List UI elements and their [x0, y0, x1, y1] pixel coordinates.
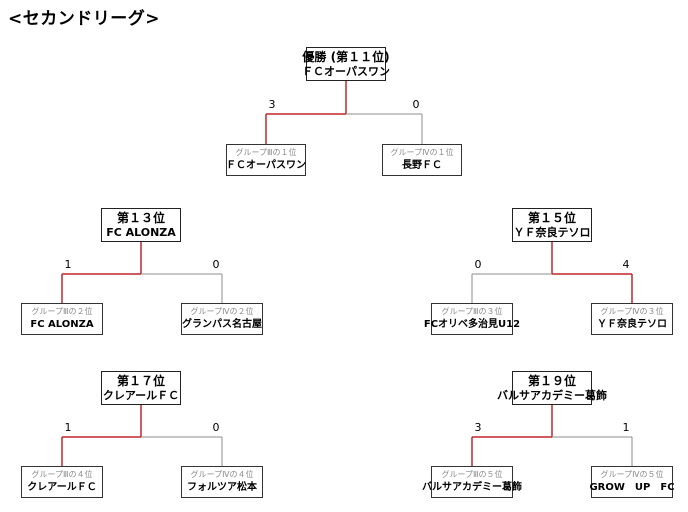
team-box-right-team: GROW UP FC: [589, 482, 675, 493]
team-box-left: グループⅢの３位 FCオリベ多治見U12: [424, 303, 520, 335]
result-box-label: 優勝 (第１１位): [302, 49, 390, 64]
team-box-right-label: グループⅣの２位: [190, 307, 254, 316]
result-box-team: バルサアカデミー葛飾: [497, 388, 607, 402]
team-box-left: グループⅢの５位バルサアカデミー葛飾: [422, 466, 522, 498]
score-left: 3: [474, 421, 482, 434]
team-box-right-label: グループⅣの３位: [600, 307, 664, 316]
team-box-left: グループⅢの４位クレアールＦＣ: [21, 466, 103, 498]
score-right: 0: [212, 421, 220, 434]
team-box-right: グループⅣの１位長野ＦＣ: [382, 144, 462, 176]
result-box-team: ＹＦ奈良テソロ: [513, 225, 591, 239]
team-box-left-label: グループⅢの３位: [441, 307, 503, 316]
result-box-team: クレアールＦＣ: [102, 388, 180, 402]
team-box-right-team: フォルツア松本: [187, 482, 257, 493]
team-box-left: グループⅢの１位 ＦＣオーパスワン: [226, 144, 306, 176]
score-left: 1: [64, 421, 72, 434]
team-box-right-label: グループⅣの１位: [390, 148, 454, 157]
result-box-label: 第１７位: [116, 373, 165, 388]
team-box-left: グループⅢの２位 FC ALONZA: [21, 303, 103, 335]
result-box-label: 第１９位: [527, 373, 576, 388]
score-right: 1: [622, 421, 630, 434]
team-box-right: グループⅣの５位 GROW UP FC: [589, 466, 675, 498]
team-box-right-team: グランパス名古屋: [182, 319, 262, 330]
result-box: 優勝 (第１１位)ＦＣオーパスワン: [302, 47, 390, 81]
result-box-team: FC ALONZA: [106, 225, 176, 239]
team-box-left-team: FC ALONZA: [30, 319, 94, 330]
score-right: 0: [412, 98, 420, 111]
team-box-right-label: グループⅣの５位: [600, 470, 664, 479]
team-box-left-team: バルサアカデミー葛飾: [422, 482, 522, 493]
team-box-left-team: ＦＣオーパスワン: [226, 160, 306, 171]
team-box-right-label: グループⅣの４位: [190, 470, 254, 479]
team-box-left-team: FCオリベ多治見U12: [423, 319, 521, 330]
score-right: 4: [622, 258, 630, 271]
team-box-left-label: グループⅢの２位: [31, 307, 93, 316]
team-box-right: グループⅣの３位 ＹＦ奈良テソロ: [591, 303, 673, 335]
page-title: <セカンドリーグ>: [8, 9, 160, 29]
score-left: 1: [64, 258, 72, 271]
result-box-label: 第１５位: [527, 210, 576, 225]
team-box-left-team: クレアールＦＣ: [27, 482, 97, 493]
team-box-right-team: ＹＦ奈良テソロ: [597, 319, 667, 330]
team-box-left-label: グループⅢの１位: [235, 148, 297, 157]
result-box: 第１７位クレアールＦＣ: [101, 371, 181, 405]
team-box-right: グループⅣの４位フォルツア松本: [181, 466, 263, 498]
score-right: 0: [212, 258, 220, 271]
result-box-label: 第１３位: [116, 210, 165, 225]
score-left: 0: [474, 258, 482, 271]
result-box: 第１９位バルサアカデミー葛飾: [497, 371, 607, 405]
result-box-team: ＦＣオーパスワン: [302, 64, 390, 78]
team-box-right: グループⅣの２位グランパス名古屋: [181, 303, 263, 335]
team-box-left-label: グループⅢの４位: [31, 470, 93, 479]
team-box-left-label: グループⅢの５位: [441, 470, 503, 479]
score-left: 3: [268, 98, 276, 111]
team-box-right-team: 長野ＦＣ: [402, 160, 442, 171]
